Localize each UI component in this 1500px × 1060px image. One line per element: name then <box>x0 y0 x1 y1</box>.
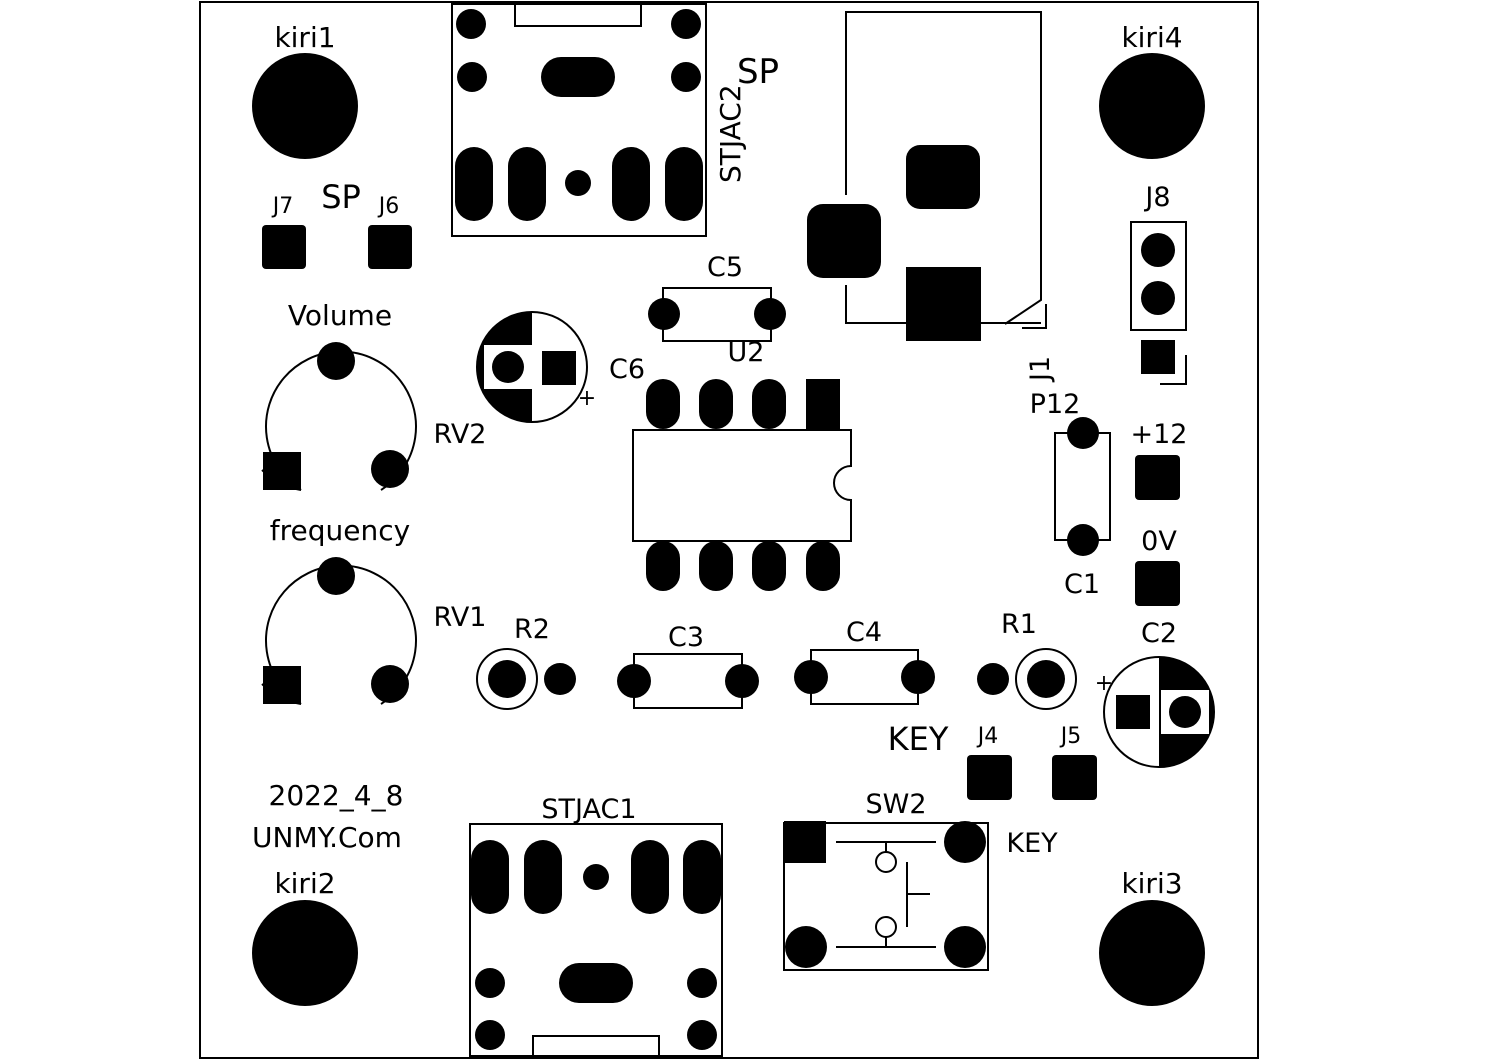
label-j6: J6 <box>377 194 400 219</box>
j1-footprint <box>807 11 1047 341</box>
label-c6-plus: + <box>578 386 596 411</box>
label-plus12: +12 <box>1131 419 1188 450</box>
label-key-right: KEY <box>1006 828 1058 859</box>
label-r1: R1 <box>1001 609 1037 640</box>
label-c6: C6 <box>609 354 645 385</box>
mounting-hole-kiri1 <box>252 53 358 159</box>
label-stjac1: STJAC1 <box>541 794 636 825</box>
label-j5: J5 <box>1059 724 1082 749</box>
label-rv1: RV1 <box>434 602 487 633</box>
label-p12: P12 <box>1030 389 1081 420</box>
mounting-hole-kiri4 <box>1099 53 1205 159</box>
j8-footprint <box>1130 221 1187 385</box>
j7-pad <box>262 225 306 269</box>
label-j7: J7 <box>271 194 294 219</box>
label-kiri4: kiri4 <box>1121 21 1182 54</box>
stjac2-footprint <box>451 3 707 237</box>
rv1-footprint <box>261 557 417 705</box>
c3-footprint <box>617 653 759 709</box>
label-sp-left: SP <box>321 178 361 216</box>
label-kiri2: kiri2 <box>274 867 335 900</box>
c1-footprint <box>1054 417 1111 556</box>
label-u2: U2 <box>728 337 765 368</box>
mounting-holes <box>252 53 1205 1006</box>
rv2-footprint <box>261 342 417 491</box>
label-c2: C2 <box>1141 618 1177 649</box>
label-c3: C3 <box>668 622 704 653</box>
zero-v-pad <box>1135 561 1180 606</box>
j4-pad <box>967 755 1012 800</box>
r2-footprint <box>476 648 576 710</box>
label-kiri3: kiri3 <box>1121 867 1182 900</box>
label-kiri1: kiri1 <box>274 21 335 54</box>
label-c4: C4 <box>846 617 882 648</box>
label-brand: UNMY.Com <box>252 821 402 854</box>
mounting-hole-kiri3 <box>1099 900 1205 1006</box>
label-j1: J1 <box>1025 356 1056 383</box>
c4-footprint <box>794 649 935 705</box>
label-r2: R2 <box>514 614 550 645</box>
label-key-left: KEY <box>888 720 949 758</box>
mounting-hole-kiri2 <box>252 900 358 1006</box>
c6-footprint <box>476 311 588 423</box>
r1-footprint <box>977 648 1077 710</box>
j5-pad <box>1052 755 1097 800</box>
board-outline <box>199 1 1259 1059</box>
label-j4: J4 <box>976 724 999 749</box>
label-date: 2022_4_8 <box>269 779 404 812</box>
plus12-pad <box>1135 455 1180 500</box>
j6-pad <box>368 225 412 269</box>
label-stjac2: STJAC2 <box>714 84 747 183</box>
label-c2-plus: + <box>1095 671 1113 696</box>
c5-footprint <box>648 287 786 342</box>
c2-footprint <box>1103 656 1215 768</box>
label-zero-v: 0V <box>1141 526 1177 557</box>
u2-footprint <box>632 379 852 591</box>
stjac1-footprint <box>469 823 723 1057</box>
label-c5: C5 <box>707 252 743 283</box>
sw2-footprint <box>783 821 989 971</box>
label-volume: Volume <box>288 299 392 332</box>
label-j8: J8 <box>1143 182 1170 213</box>
label-rv2: RV2 <box>434 419 487 450</box>
label-frequency: frequency <box>270 514 410 547</box>
label-sp-top: SP <box>737 52 779 92</box>
label-sw2: SW2 <box>865 789 926 820</box>
label-c1: C1 <box>1064 569 1100 600</box>
